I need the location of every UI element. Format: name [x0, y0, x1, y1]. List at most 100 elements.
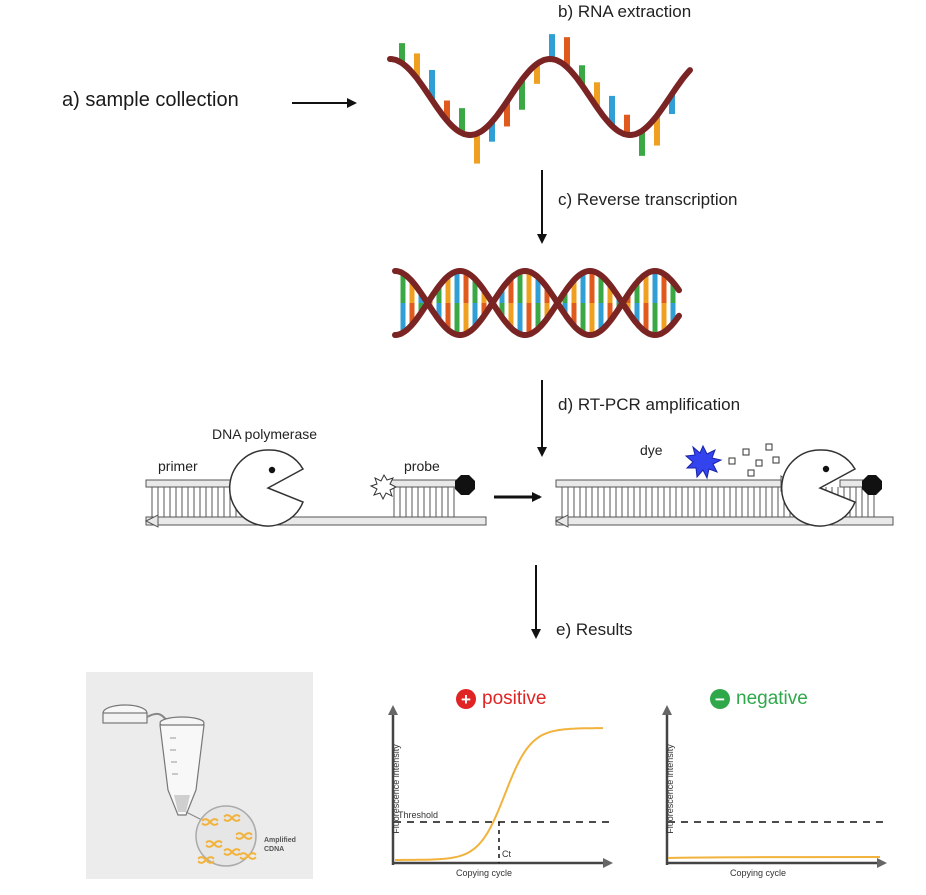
- base-pair: [436, 286, 442, 303]
- tube-caption-line-1: Amplified: [264, 837, 296, 844]
- nucleotide-base: [474, 133, 480, 164]
- negative-y-label: Fluorescence intensity: [665, 744, 675, 834]
- base-pair: [472, 303, 478, 327]
- base-pair: [652, 303, 658, 335]
- base-pair: [607, 284, 613, 303]
- primer-label: primer: [158, 458, 198, 474]
- nucleotide-base: [594, 82, 600, 108]
- base-pair: [463, 303, 469, 334]
- nucleotide-base: [399, 43, 405, 64]
- negative-flat-curve: [667, 856, 881, 859]
- nucleotide-base: [579, 65, 585, 86]
- base-pair: [535, 277, 541, 303]
- threshold-label: Threshold: [398, 810, 439, 820]
- nucleotide-base: [519, 79, 525, 110]
- base-pair: [454, 271, 460, 303]
- base-pair: [607, 303, 613, 322]
- base-pair: [589, 271, 595, 303]
- base-pair: [508, 278, 514, 303]
- base-pair: [562, 291, 568, 303]
- positive-title-text: positive: [482, 688, 547, 709]
- pcr-after-panel: [554, 443, 894, 528]
- nucleotide-base: [639, 130, 645, 156]
- base-pair: [643, 273, 649, 303]
- nucleotide-base: [414, 53, 420, 79]
- tube-panel: [86, 672, 313, 879]
- quencher-icon: [455, 475, 475, 495]
- nucleotide-base: [534, 63, 540, 84]
- negative-chart: [662, 705, 887, 868]
- base-pair: [562, 303, 568, 315]
- base-pair: [652, 271, 658, 303]
- tube-caption: Amplified CDNA: [264, 836, 296, 854]
- positive-x-label: Copying cycle: [456, 868, 513, 878]
- nucleotide-base: [504, 101, 510, 127]
- base-pair: [517, 303, 523, 335]
- step-c-label: c) Reverse transcription: [558, 190, 738, 209]
- base-pair: [580, 303, 586, 334]
- template-strand: [145, 516, 487, 526]
- probe-base-pairs: [393, 487, 455, 517]
- dna-backbone-1: [392, 267, 682, 338]
- base-pair: [661, 273, 667, 303]
- template-arrowhead-icon-2: [554, 514, 569, 528]
- base-pair: [517, 271, 523, 303]
- extended-strand: [555, 479, 782, 488]
- nucleotide-base: [564, 37, 570, 68]
- base-pair: [445, 276, 451, 303]
- base-pair: [508, 303, 514, 328]
- tube-graduations: [170, 737, 178, 775]
- step-d-label: d) RT-PCR amplification: [558, 395, 741, 414]
- base-pair: [661, 303, 667, 333]
- quencher-icon-2: [862, 475, 882, 495]
- tube-cap-side: [102, 712, 148, 724]
- base-pair: [535, 303, 541, 329]
- positive-title: + positive: [456, 688, 546, 710]
- base-pair: [472, 279, 478, 303]
- base-pair: [571, 303, 577, 326]
- base-pair: [400, 303, 406, 333]
- base-pair: [454, 303, 460, 335]
- reporter-dye-icon: [369, 473, 398, 501]
- tube-icon: [159, 724, 205, 816]
- base-pair: [499, 303, 505, 318]
- negative-x-label: Copying cycle: [730, 868, 787, 878]
- dye-label: dye: [640, 442, 663, 458]
- polymerase-eye-icon: [268, 466, 276, 474]
- base-pair: [499, 288, 505, 303]
- base-pair: [481, 303, 487, 316]
- ct-label: Ct: [502, 849, 511, 859]
- step-b-label: b) RNA extraction: [558, 2, 692, 21]
- base-pair: [544, 303, 550, 319]
- tube-sample: [174, 795, 190, 812]
- base-pair: [526, 303, 532, 335]
- nucleotide-base: [654, 115, 660, 146]
- base-pair: [634, 282, 640, 303]
- polymerase-label: DNA polymerase: [212, 426, 318, 442]
- base-pair: [400, 273, 406, 303]
- tube-caption-line-2: CDNA: [264, 846, 285, 853]
- plus-icon: +: [456, 689, 476, 709]
- nucleotide-base: [489, 121, 495, 142]
- base-pair: [571, 280, 577, 303]
- base-pair: [670, 303, 676, 324]
- nucleotide-base: [609, 95, 615, 126]
- base-pair: [670, 282, 676, 303]
- probe-strand: [389, 479, 459, 488]
- step-a-label: a) sample collection: [62, 89, 239, 111]
- rna-backbone: [387, 55, 693, 139]
- nucleotide-base: [549, 34, 555, 60]
- base-pair: [643, 303, 649, 333]
- nucleotide-base: [669, 94, 675, 115]
- positive-amplification-curve: [395, 727, 603, 861]
- minus-icon: −: [710, 689, 730, 709]
- nucleotide-base: [459, 108, 465, 134]
- dye-burst-icon: [684, 444, 723, 480]
- template-arrowhead-icon: [144, 514, 159, 528]
- amplified-cdna-icons: [197, 814, 257, 864]
- negative-title: − negative: [710, 688, 808, 710]
- pcr-before-panel: [144, 449, 487, 528]
- base-pair: [463, 272, 469, 303]
